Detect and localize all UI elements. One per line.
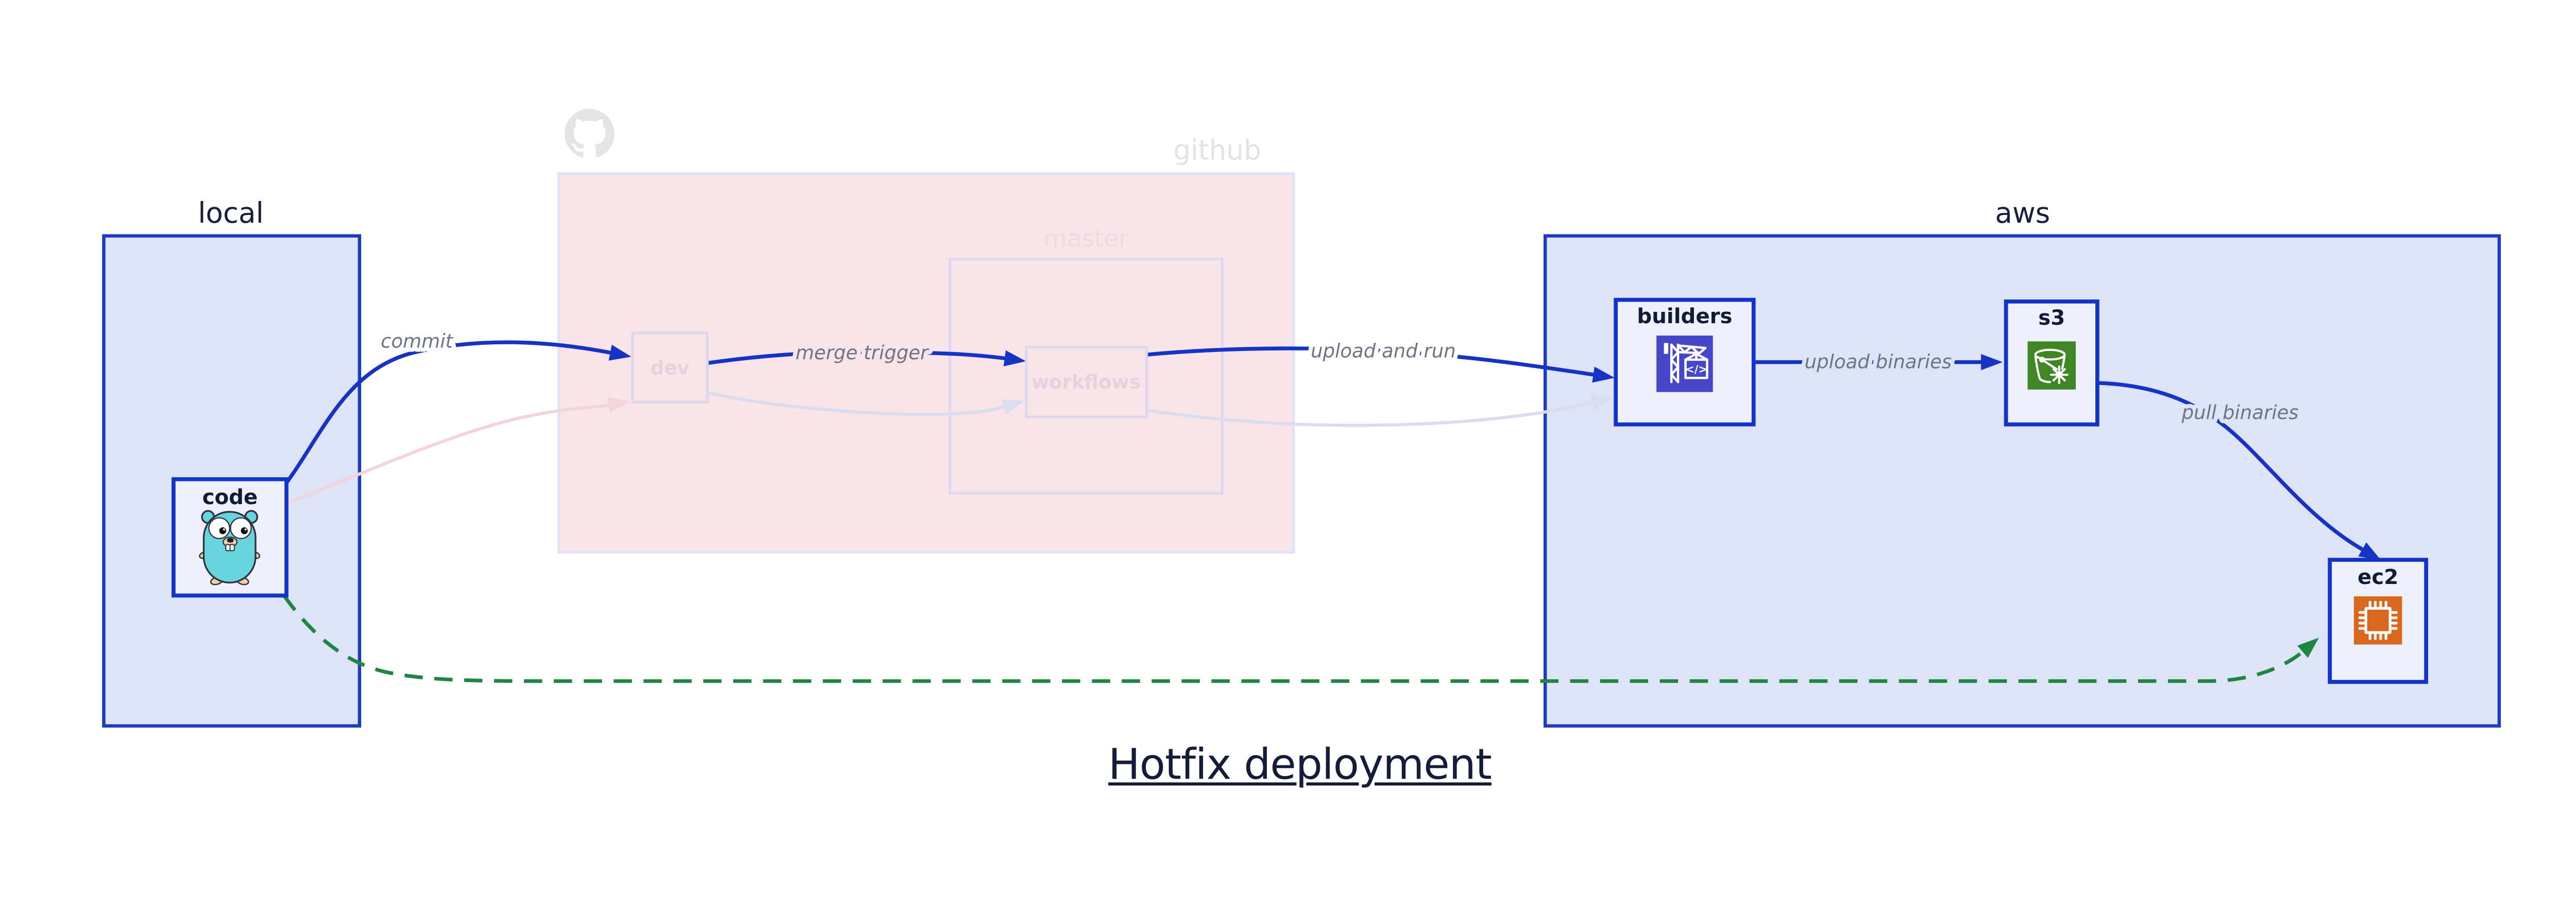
node-code: code: [171, 477, 289, 598]
github-mark-icon: [564, 109, 615, 158]
node-dev-label: dev: [651, 357, 690, 379]
diagram-title: Hotfix deployment: [1108, 740, 1492, 789]
node-code-label: code: [202, 486, 258, 509]
edge-commit: [283, 340, 632, 487]
edge-label-merge-trigger: merge trigger: [795, 342, 929, 364]
edge-pull-binaries: [2094, 381, 2381, 560]
node-s3-label: s3: [2038, 306, 2065, 330]
node-workflows-box: [1025, 345, 1148, 419]
node-workflows-label: workflows: [1031, 371, 1141, 393]
node-ec2-label: ec2: [2358, 565, 2398, 589]
edge-label-upload-binaries: upload binaries: [1805, 351, 1952, 373]
edge-faded-code-to-dev: [284, 397, 630, 505]
s3-glacier-bucket-icon: [2027, 341, 2076, 390]
node-ec2: ec2: [2328, 558, 2428, 684]
go-gopher-icon: [199, 510, 261, 586]
edge-label-commit: commit: [381, 330, 454, 352]
edge-hotfix-code-to-ec2: [282, 594, 2319, 683]
aws-region-label: aws: [1995, 196, 2050, 229]
node-s3: s3: [2004, 299, 2099, 427]
node-builders: builders </>: [1614, 297, 1756, 427]
codebuild-code-glyph: </>: [1685, 363, 1707, 376]
node-builders-label: builders: [1637, 305, 1732, 328]
master-region-label: master: [1044, 225, 1129, 253]
edge-upload-and-run: [1144, 346, 1615, 383]
codebuild-crane-icon: </>: [1656, 336, 1713, 392]
edge-merge-trigger: [706, 350, 1026, 366]
ec2-chip-icon: [2353, 596, 2402, 645]
master-region: [948, 258, 1224, 495]
edge-label-upload-and-run: upload and run: [1311, 340, 1456, 362]
local-region-label: local: [198, 196, 264, 229]
edge-label-pull-binaries: pull binaries: [2181, 402, 2299, 424]
edge-faded-workflows-to-builders: [1145, 394, 1614, 427]
github-region-label: github: [1173, 134, 1261, 166]
node-workflows: workflows: [1025, 345, 1148, 419]
node-dev-box: [631, 331, 709, 404]
edge-faded-dev-to-workflows: [706, 391, 1025, 416]
node-dev: dev: [631, 331, 709, 404]
